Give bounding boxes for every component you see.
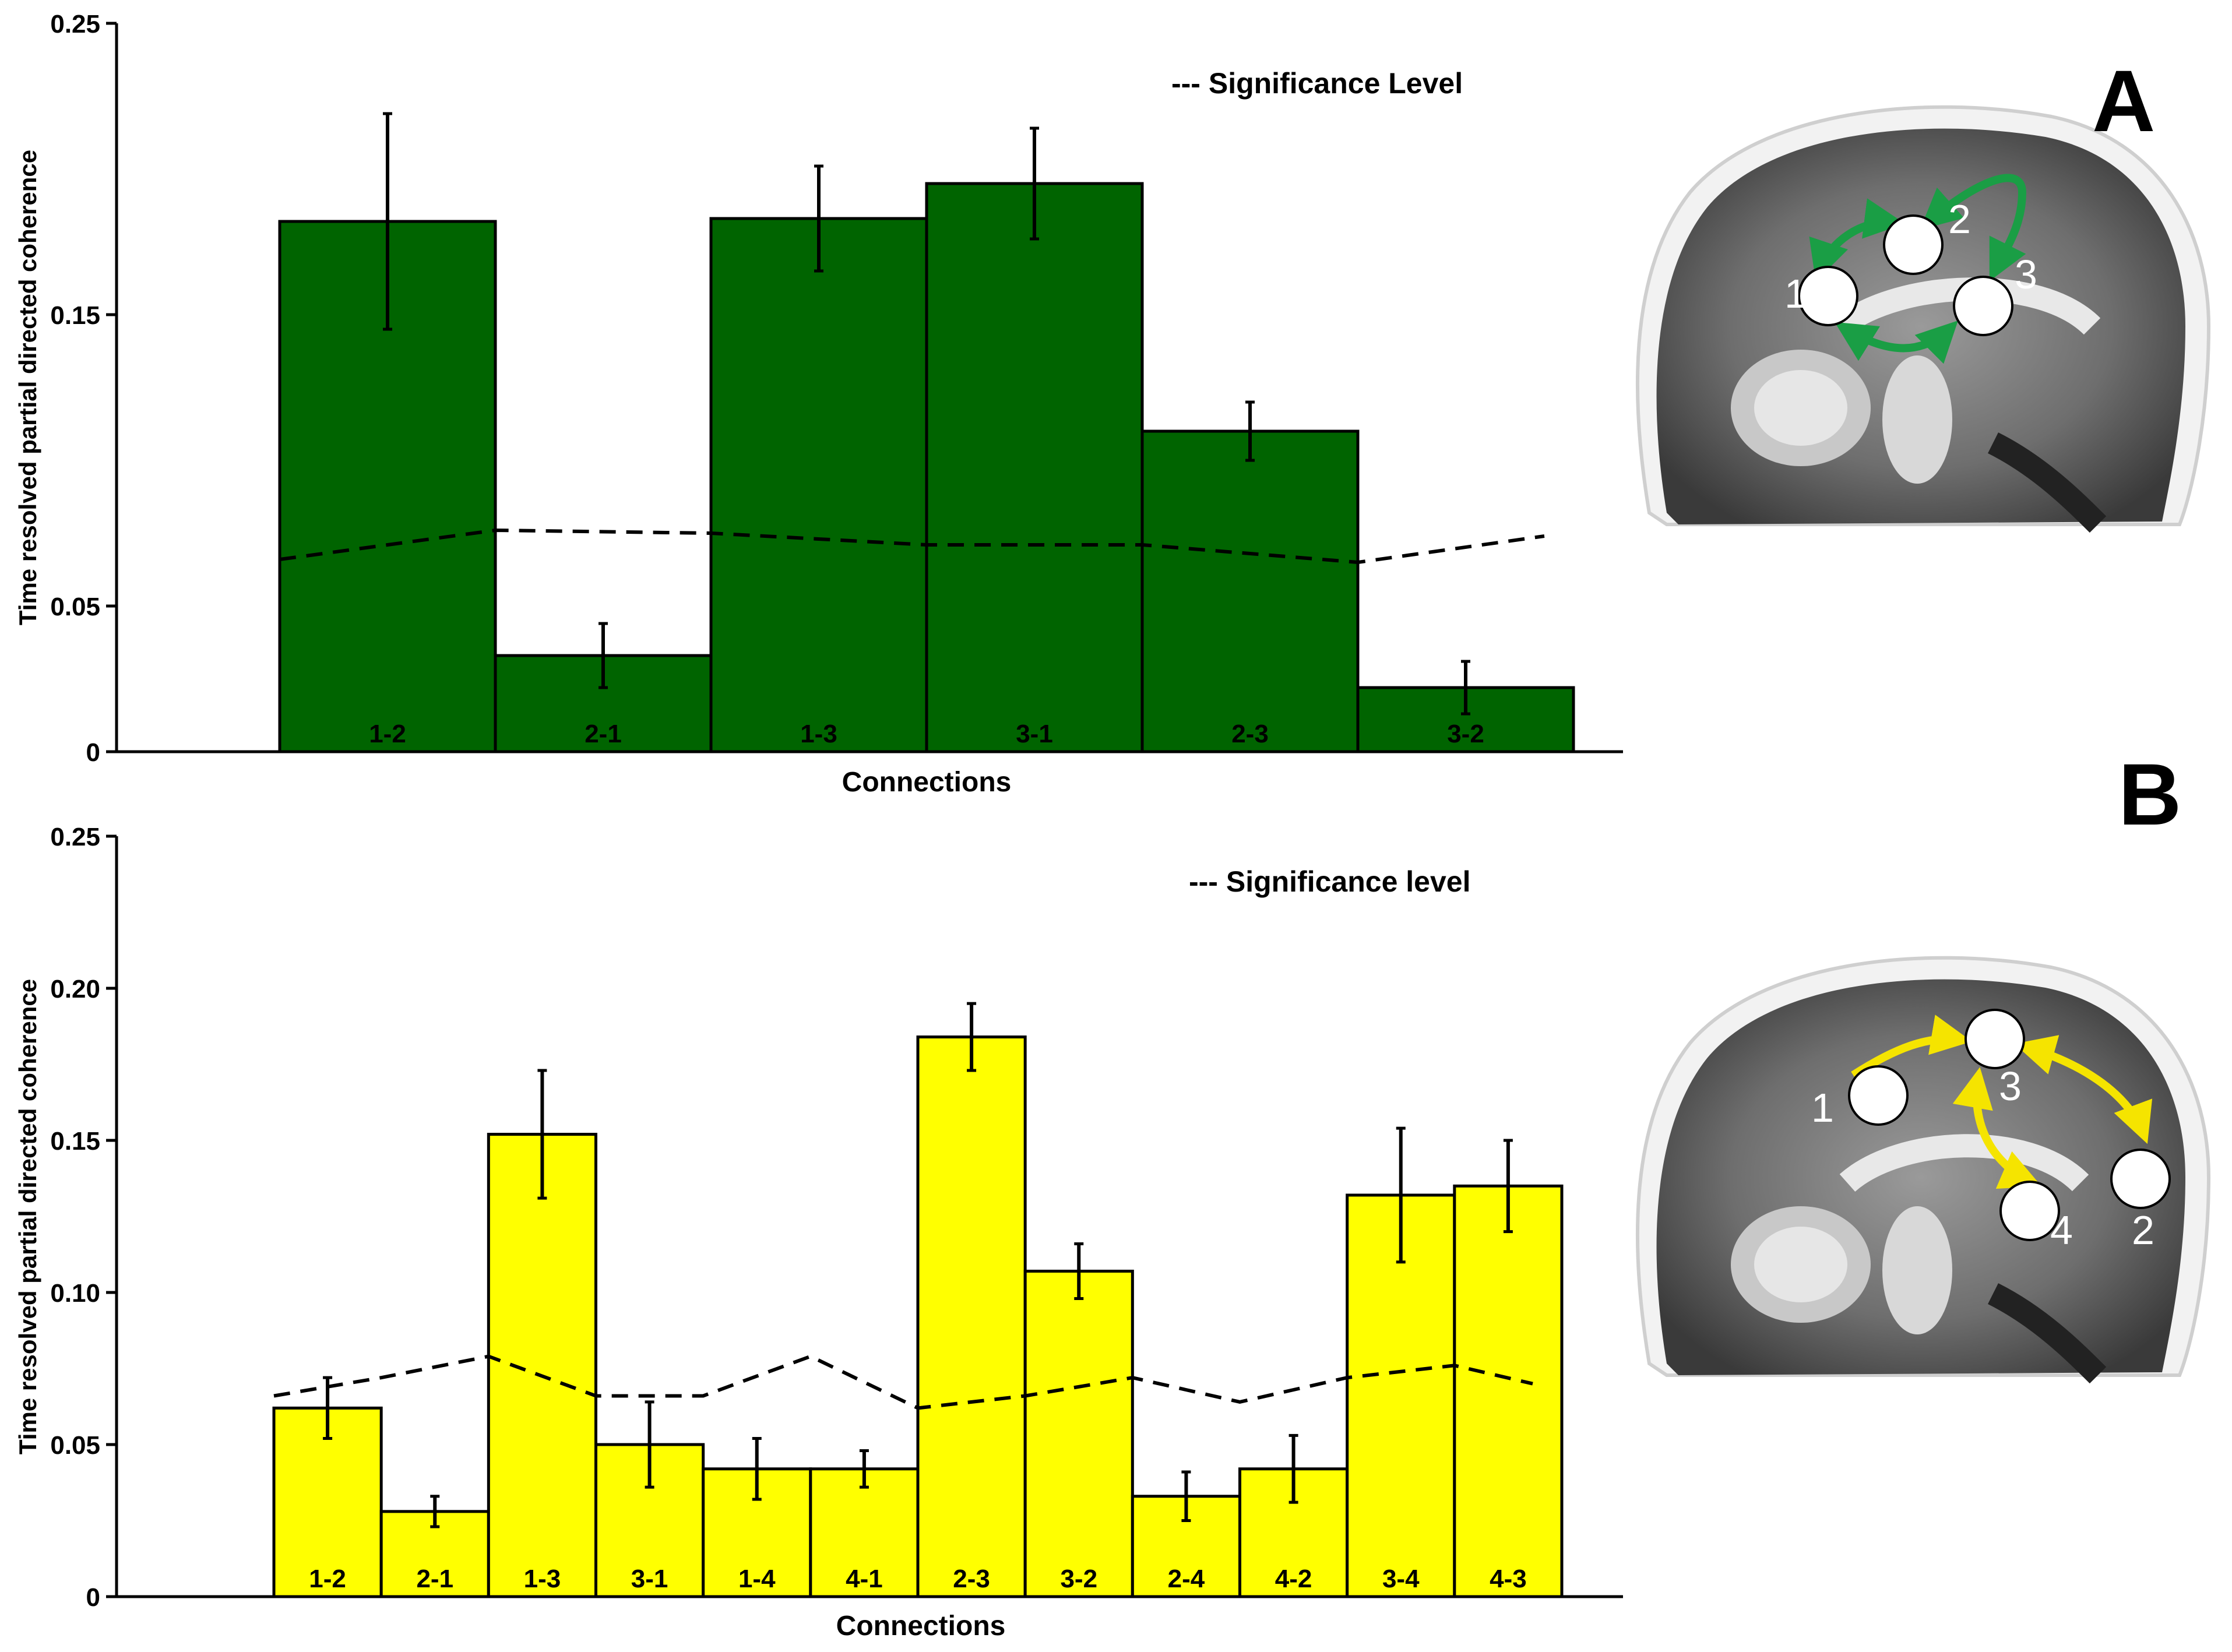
node-label: 3 [1999, 1063, 2022, 1109]
x-tick-label: 1-3 [524, 1565, 561, 1593]
y-tick-label: 0.15 [50, 1127, 100, 1156]
y-tick-label: 0.05 [50, 1431, 100, 1460]
node-label: 3 [2015, 252, 2037, 297]
y-axis-label: Time resolved partial directed coherence [14, 150, 41, 625]
x-tick-label: 3-2 [1447, 720, 1484, 748]
arrow-3-4 [1952, 1067, 2041, 1189]
chart-a: 0 0.05 0.15 0.25 1-2 2-1 1-3 3-1 2-3 3-2 Connect… [14, 10, 1623, 798]
x-axis-label: Connections [842, 767, 1012, 798]
arrow-1-3 [1851, 1015, 1972, 1079]
x-tick-label: 2-1 [585, 720, 622, 748]
x-tick-labels: 1-2 2-1 1-3 3-1 1-4 4-1 2-3 3-2 2-4 4-2 3-4 4-3 [309, 1565, 1526, 1593]
x-tick-label: 3-1 [1016, 720, 1053, 748]
panel-letter-a: A [2092, 52, 2155, 150]
y-tick-label: 0.25 [50, 823, 100, 851]
error-bars [323, 1002, 1513, 1528]
bar-4-3 [1453, 1184, 1564, 1598]
x-tick-labels: 1-2 2-1 1-3 3-1 2-3 3-2 [369, 720, 1484, 748]
bar-1-3 [487, 1133, 597, 1598]
node-2 [1883, 214, 1944, 275]
y-ticks: 0 0.05 0.10 0.15 0.20 0.25 [50, 823, 117, 1612]
node-label: 1 [1811, 1085, 1834, 1130]
arrow-2-3 [1920, 174, 2027, 281]
error-bars [383, 112, 1470, 716]
y-tick-label: 0.20 [50, 975, 100, 1003]
x-tick-label: 4-1 [846, 1565, 883, 1593]
bars [278, 182, 1575, 753]
significance-line [273, 1354, 1533, 1410]
y-ticks: 0 0.05 0.15 0.25 [50, 10, 117, 767]
bar-2-3 [916, 1035, 1027, 1598]
node-1 [1798, 266, 1858, 326]
x-tick-label: 2-3 [953, 1565, 990, 1593]
y-axis-label: Time resolved partial directed coherence [14, 979, 41, 1454]
chart-b: 0 0.05 0.10 0.15 0.20 0.25 1-2 2-1 1-3 3-1 1-4 4-1… [14, 823, 1623, 1642]
legend-significance: --- Significance level [1189, 865, 1470, 898]
x-tick-label: 4-2 [1275, 1565, 1312, 1593]
bar-2-3 [1140, 429, 1360, 753]
y-tick-label: 0.05 [50, 593, 100, 621]
bar-3-2 [1023, 1269, 1134, 1598]
x-tick-label: 1-4 [738, 1565, 776, 1593]
node-3 [1953, 276, 2013, 336]
y-tick-label: 0.25 [50, 10, 100, 38]
bars [272, 1035, 1564, 1598]
x-tick-label: 2-4 [1168, 1565, 1205, 1593]
x-tick-label: 1-3 [800, 720, 837, 748]
brain-image-b: 1 3 4 2 [1629, 950, 2217, 1384]
node-label: 4 [2050, 1207, 2073, 1253]
y-tick-label: 0 [86, 1583, 100, 1612]
node-label: 1 [1784, 271, 1807, 316]
legend-significance: --- Significance Level [1171, 67, 1463, 100]
y-tick-label: 0 [86, 738, 100, 767]
node-label: 2 [1948, 196, 1971, 242]
panel-letter-b: B [2118, 745, 2181, 843]
node-1 [1848, 1065, 1909, 1126]
x-tick-label: 1-2 [369, 720, 406, 748]
arrow-3-2 [2014, 1035, 2153, 1144]
x-tick-label: 1-2 [309, 1565, 346, 1593]
x-tick-label: 3-4 [1382, 1565, 1420, 1593]
significance-line [279, 528, 1545, 565]
x-tick-label: 3-1 [631, 1565, 668, 1593]
bar-3-1 [925, 182, 1144, 753]
bar-4-1 [809, 1467, 920, 1598]
arrow-1-3 [1835, 320, 1958, 364]
node-label: 2 [2132, 1207, 2154, 1253]
bar-1-3 [709, 217, 928, 753]
x-tick-label: 2-3 [1231, 720, 1269, 748]
node-2 [2110, 1149, 2171, 1209]
x-tick-label: 2-1 [416, 1565, 453, 1593]
arrow-1-2 [1809, 198, 1905, 282]
y-tick-label: 0.10 [50, 1279, 100, 1308]
x-tick-label: 3-2 [1060, 1565, 1097, 1593]
x-tick-label: 4-3 [1490, 1565, 1527, 1593]
node-3 [1965, 1009, 2025, 1069]
node-4 [1999, 1181, 2060, 1241]
x-axis-label: Connections [836, 1611, 1006, 1642]
y-tick-label: 0.15 [50, 301, 100, 330]
brain-image-a: 1 2 3 [1629, 99, 2217, 533]
